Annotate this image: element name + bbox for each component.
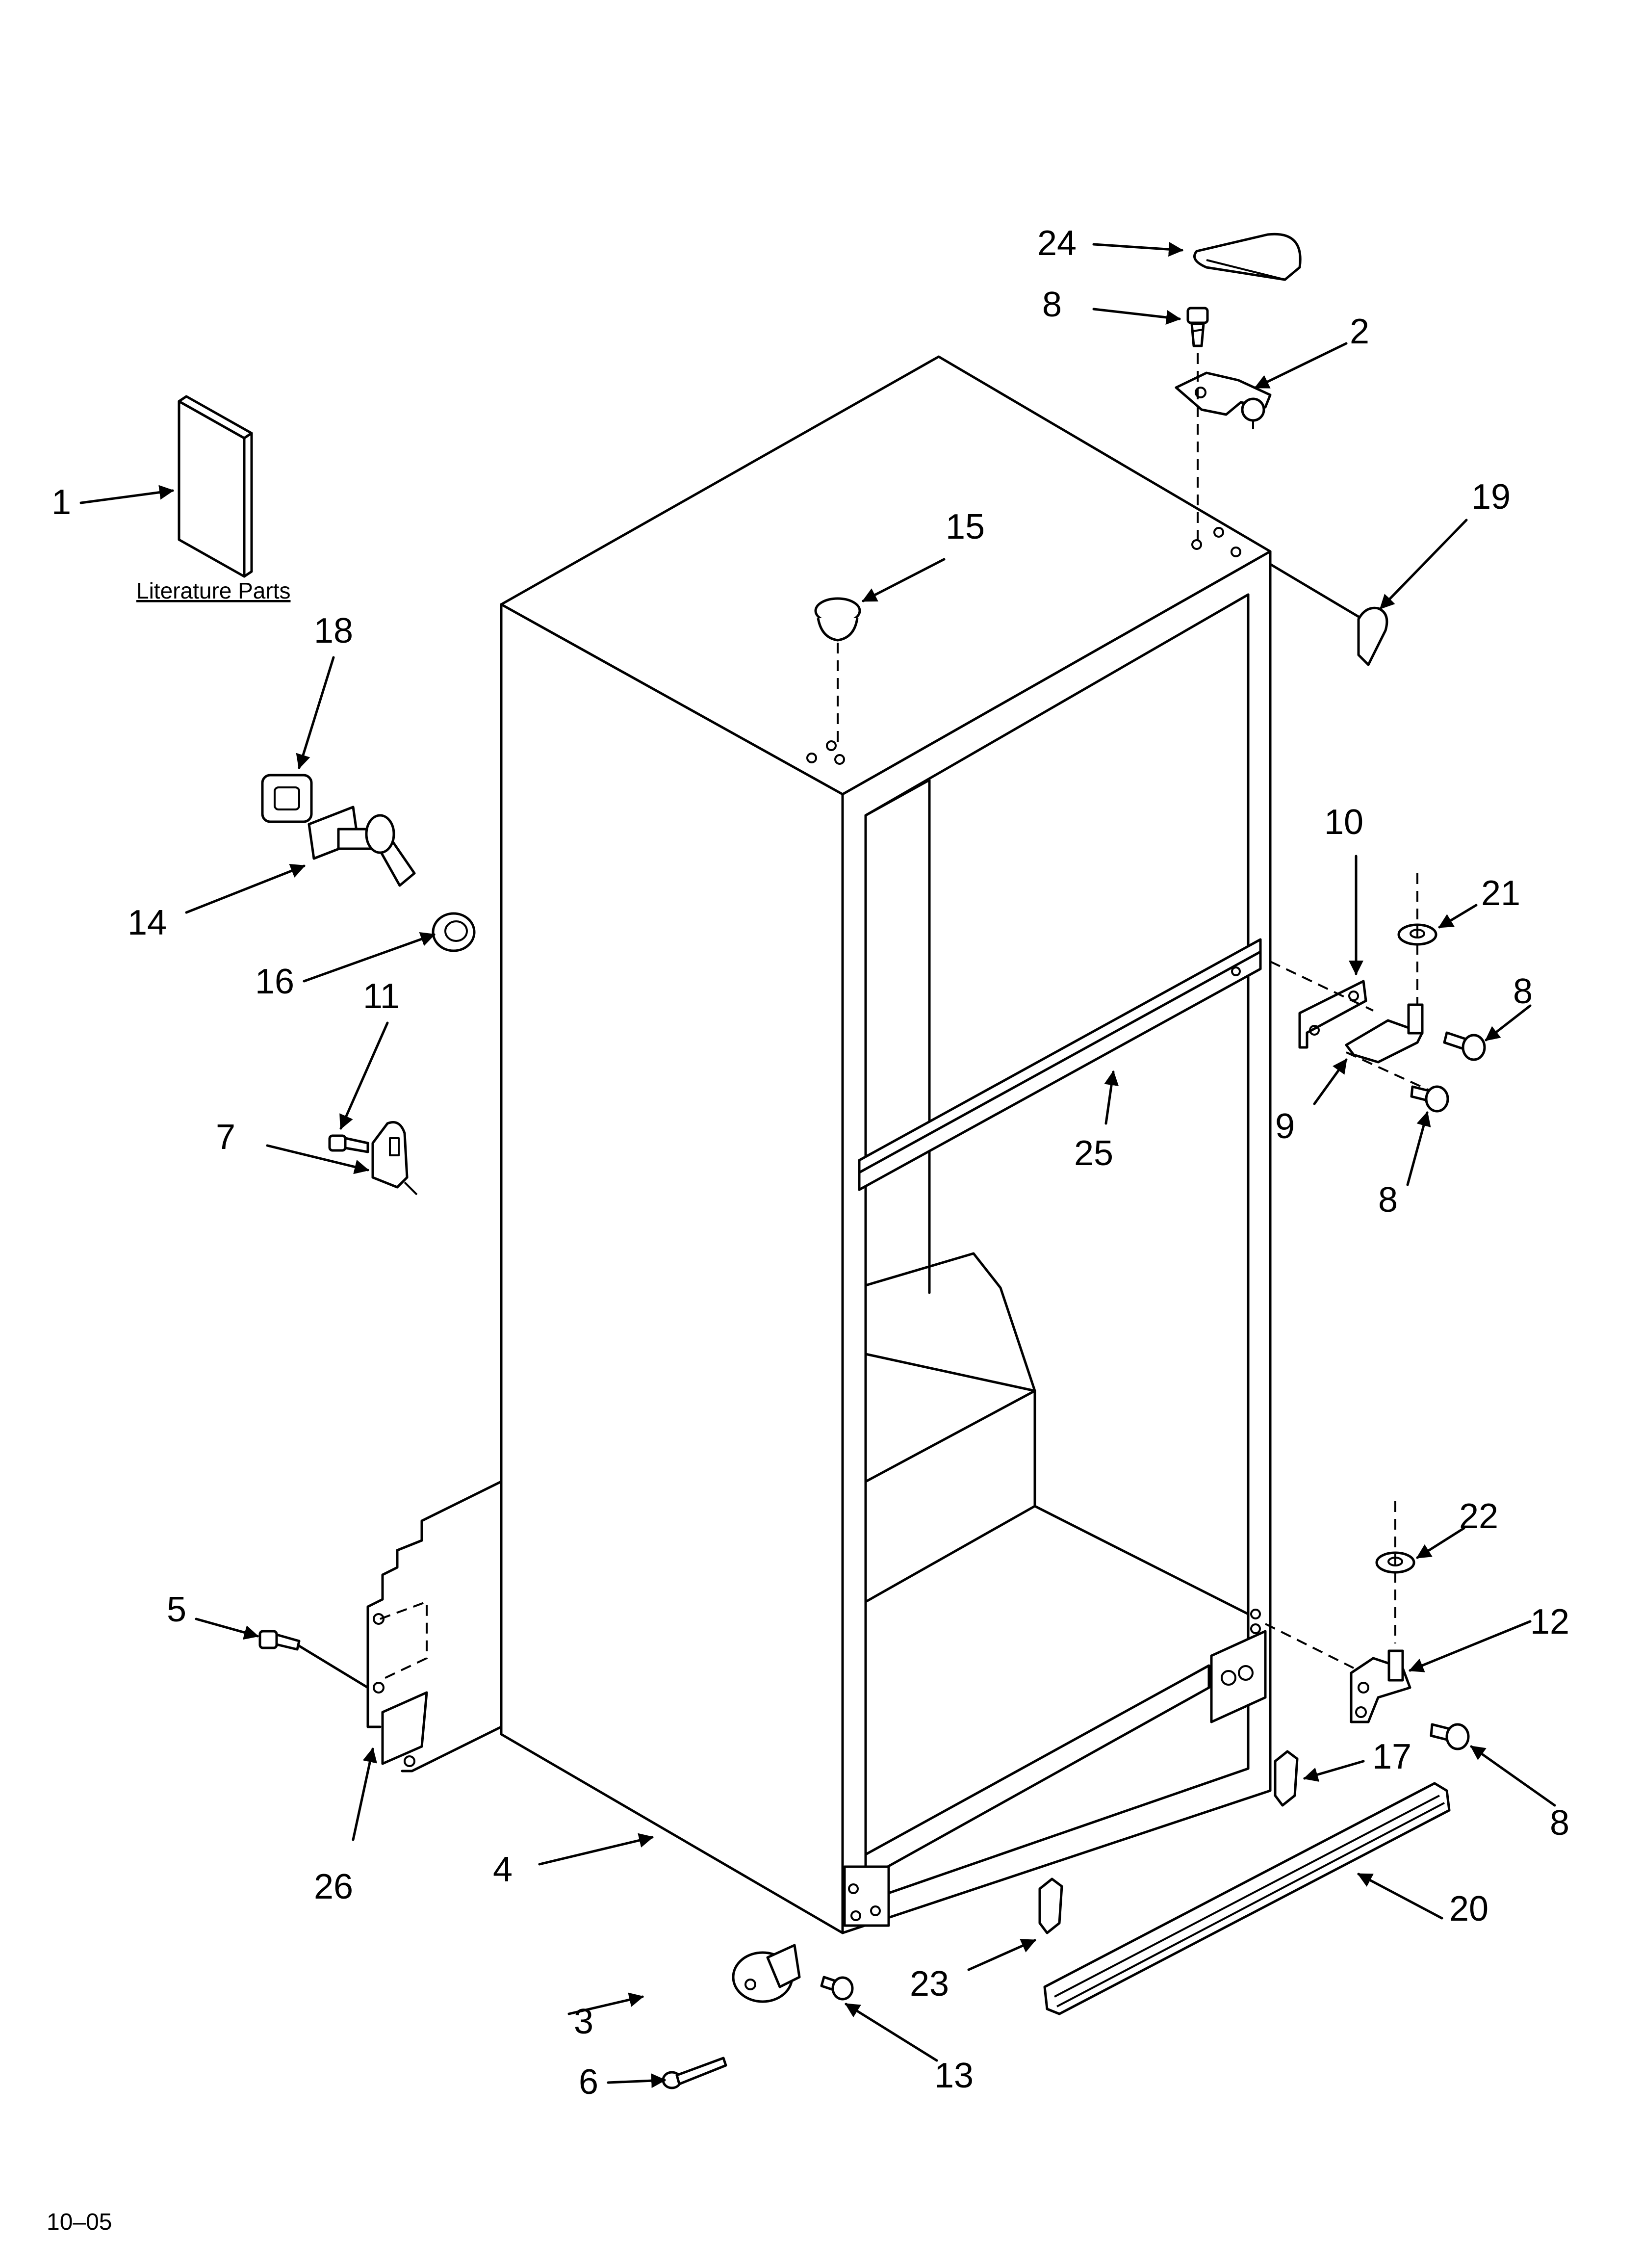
callout-21: 21	[1481, 874, 1520, 913]
callout-16: 16	[255, 962, 294, 1001]
leader-arrows	[79, 242, 1556, 2088]
callout-10: 10	[1324, 803, 1363, 842]
part-6-roller-pin	[662, 2057, 727, 2089]
part-16-washer	[432, 912, 476, 952]
callout-17: 17	[1372, 1737, 1411, 1776]
part-19-trim-piece	[1269, 563, 1388, 666]
part-20-base-grille	[1043, 1782, 1451, 2015]
part-14-stop-assembly	[308, 806, 416, 887]
callout-23: 23	[910, 1964, 949, 2004]
callout-7: 7	[216, 1118, 235, 1157]
callout-18: 18	[314, 611, 353, 651]
callout-8-lower-right: 8	[1550, 1803, 1569, 1843]
part-8-hinge-screw-lower	[1410, 1085, 1449, 1113]
part-25-divider-rail	[858, 938, 1262, 1191]
callout-2: 2	[1350, 312, 1369, 351]
callout-8-top: 8	[1042, 285, 1062, 324]
callout-13: 13	[934, 2056, 974, 2095]
callout-3: 3	[574, 2002, 593, 2041]
callout-22: 22	[1459, 1497, 1498, 1536]
part-21-washer	[1397, 873, 1437, 1006]
part-15-plug-button	[814, 597, 861, 746]
part-23-grille-clip	[1038, 1877, 1063, 1934]
callout-12: 12	[1530, 1602, 1569, 1642]
callout-4: 4	[493, 1850, 513, 1889]
callout-labels: 1 2 3 4 5 6 7 8 8 8 8 9 10 11 12 13 14 1…	[51, 224, 1569, 2102]
callout-8-mid-right: 8	[1378, 1180, 1398, 1220]
part-8-top-screw	[1186, 307, 1209, 347]
part-12-lower-hinge	[1265, 1623, 1411, 1723]
refrigerator-cabinet	[500, 355, 1272, 1934]
part-3-front-roller	[732, 1944, 801, 2003]
part-8-hinge-screw-upper	[1443, 1031, 1486, 1061]
part-22-washer	[1375, 1501, 1415, 1643]
callout-20: 20	[1449, 1889, 1488, 1929]
footer-revision-code: 10–05	[47, 2209, 112, 2235]
literature-parts-caption: Literature Parts	[136, 578, 290, 603]
part-2-upper-hinge	[1175, 353, 1272, 540]
part-7-latch-bracket	[371, 1121, 418, 1196]
part-1-literature-booklet	[178, 395, 253, 578]
part-8-lower-hinge-screw	[1430, 1723, 1470, 1750]
part-10-center-hinge-bracket	[1270, 961, 1374, 1049]
part-13-screw	[820, 1976, 854, 2001]
part-11-screw	[328, 1134, 369, 1153]
callout-5: 5	[167, 1590, 186, 1629]
callout-14: 14	[128, 903, 167, 942]
callout-25: 25	[1074, 1134, 1113, 1173]
callout-9: 9	[1275, 1107, 1295, 1146]
callout-15: 15	[946, 507, 985, 547]
callout-11: 11	[363, 977, 400, 1016]
part-5-screw	[258, 1630, 369, 1689]
callout-24: 24	[1037, 224, 1077, 263]
part-9-center-hinge	[1345, 1003, 1433, 1093]
callout-19: 19	[1471, 477, 1511, 517]
callout-8-upper-right: 8	[1513, 972, 1533, 1011]
callout-6: 6	[579, 2062, 598, 2102]
part-24-hinge-cover	[1193, 233, 1302, 281]
part-18-gasket-grommet	[261, 774, 313, 823]
callout-1: 1	[51, 483, 71, 522]
part-17-grille-clip	[1274, 1750, 1299, 1807]
part-26-rear-panel	[366, 1480, 503, 1773]
callout-26: 26	[314, 1867, 353, 1906]
